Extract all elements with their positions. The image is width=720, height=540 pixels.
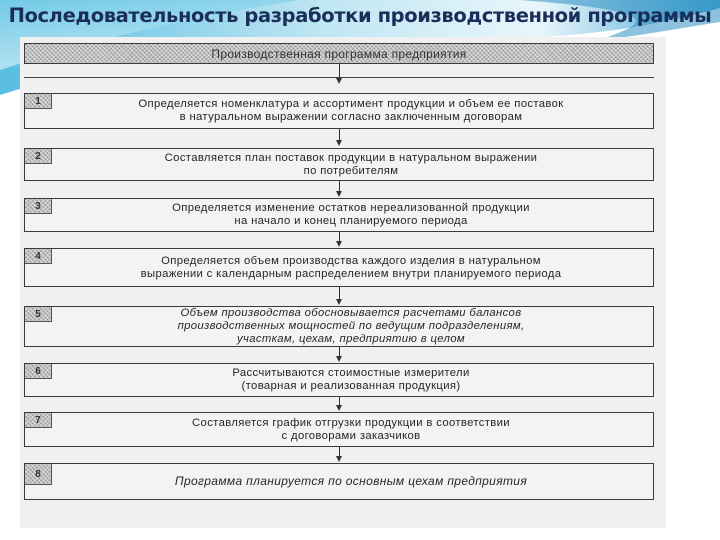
step-text-line: по потребителям: [303, 164, 399, 177]
step-box-7: 7 Составляется график отгрузки продукции…: [24, 412, 654, 447]
step-text: Определяется номенклатура и ассортимент …: [55, 94, 647, 128]
flowchart-header-box: Производственная программа предприятия: [24, 43, 654, 64]
step-text: Составляется график отгрузки продукции в…: [55, 413, 647, 446]
step-number-badge: 4: [25, 249, 52, 264]
step-text-line: Определяется номенклатура и ассортимент …: [138, 98, 564, 110]
step-text-line: Определяется изменение остатков нереализ…: [172, 202, 530, 214]
step-text-line: в натуральном выражении согласно заключе…: [179, 111, 523, 123]
step-box-6: 6 Рассчитываются стоимостные измерители …: [24, 363, 654, 397]
step-text: Составляется план поставок продукции в н…: [55, 149, 647, 180]
step-text-line: Составляется план поставок продукции в н…: [164, 151, 538, 164]
step-text-line: выражении с календарным распределением в…: [140, 267, 562, 280]
step-number-badge: 8: [25, 464, 52, 485]
step-text-line: Составляется график отгрузки продукции в…: [192, 416, 510, 429]
step-text-line: (товарная и реализованная продукция): [241, 380, 461, 392]
step-text-line: на начало и конец планируемого периода: [234, 215, 468, 227]
step-box-1: 1 Определяется номенклатура и ассортимен…: [24, 93, 654, 129]
step-text: Определяется объем производства каждого …: [55, 249, 647, 286]
step-text-line: Программа планируется по основным цехам …: [174, 474, 528, 488]
step-text: Программа планируется по основным цехам …: [55, 464, 647, 499]
flowchart-header-label: Производственная программа предприятия: [211, 46, 467, 61]
step-box-2: 2 Составляется план поставок продукции в…: [24, 148, 654, 181]
step-number-badge: 7: [25, 413, 52, 428]
step-box-3: 3 Определяется изменение остатков нереал…: [24, 198, 654, 232]
step-text: Рассчитываются стоимостные измерители (т…: [55, 364, 647, 396]
step-number-badge: 3: [25, 199, 52, 214]
step-text: Определяется изменение остатков нереализ…: [55, 199, 647, 231]
step-text-line: производственных мощностей по ведущим по…: [177, 320, 525, 332]
step-text: Объем производства обосновывается расчет…: [55, 307, 647, 346]
step-text-line: с договорами заказчиков: [281, 429, 421, 442]
step-box-4: 4 Определяется объем производства каждог…: [24, 248, 654, 287]
step-number-badge: 6: [25, 364, 52, 379]
step-text-line: участкам, цехам, предприятию в целом: [237, 333, 465, 345]
step-text-line: Определяется объем производства каждого …: [161, 254, 541, 267]
step-number-badge: 2: [25, 149, 52, 164]
step-text-line: Объем производства обосновывается расчет…: [180, 307, 522, 319]
step-box-8: 8 Программа планируется по основным цеха…: [24, 463, 654, 500]
step-box-5: 5 Объем производства обосновывается расч…: [24, 306, 654, 347]
divider-line: [24, 77, 654, 78]
step-text-line: Рассчитываются стоимостные измерители: [232, 367, 470, 379]
slide-title: Последовательность разработки производст…: [8, 4, 712, 27]
step-number-badge: 1: [25, 94, 52, 109]
step-number-badge: 5: [25, 307, 52, 322]
